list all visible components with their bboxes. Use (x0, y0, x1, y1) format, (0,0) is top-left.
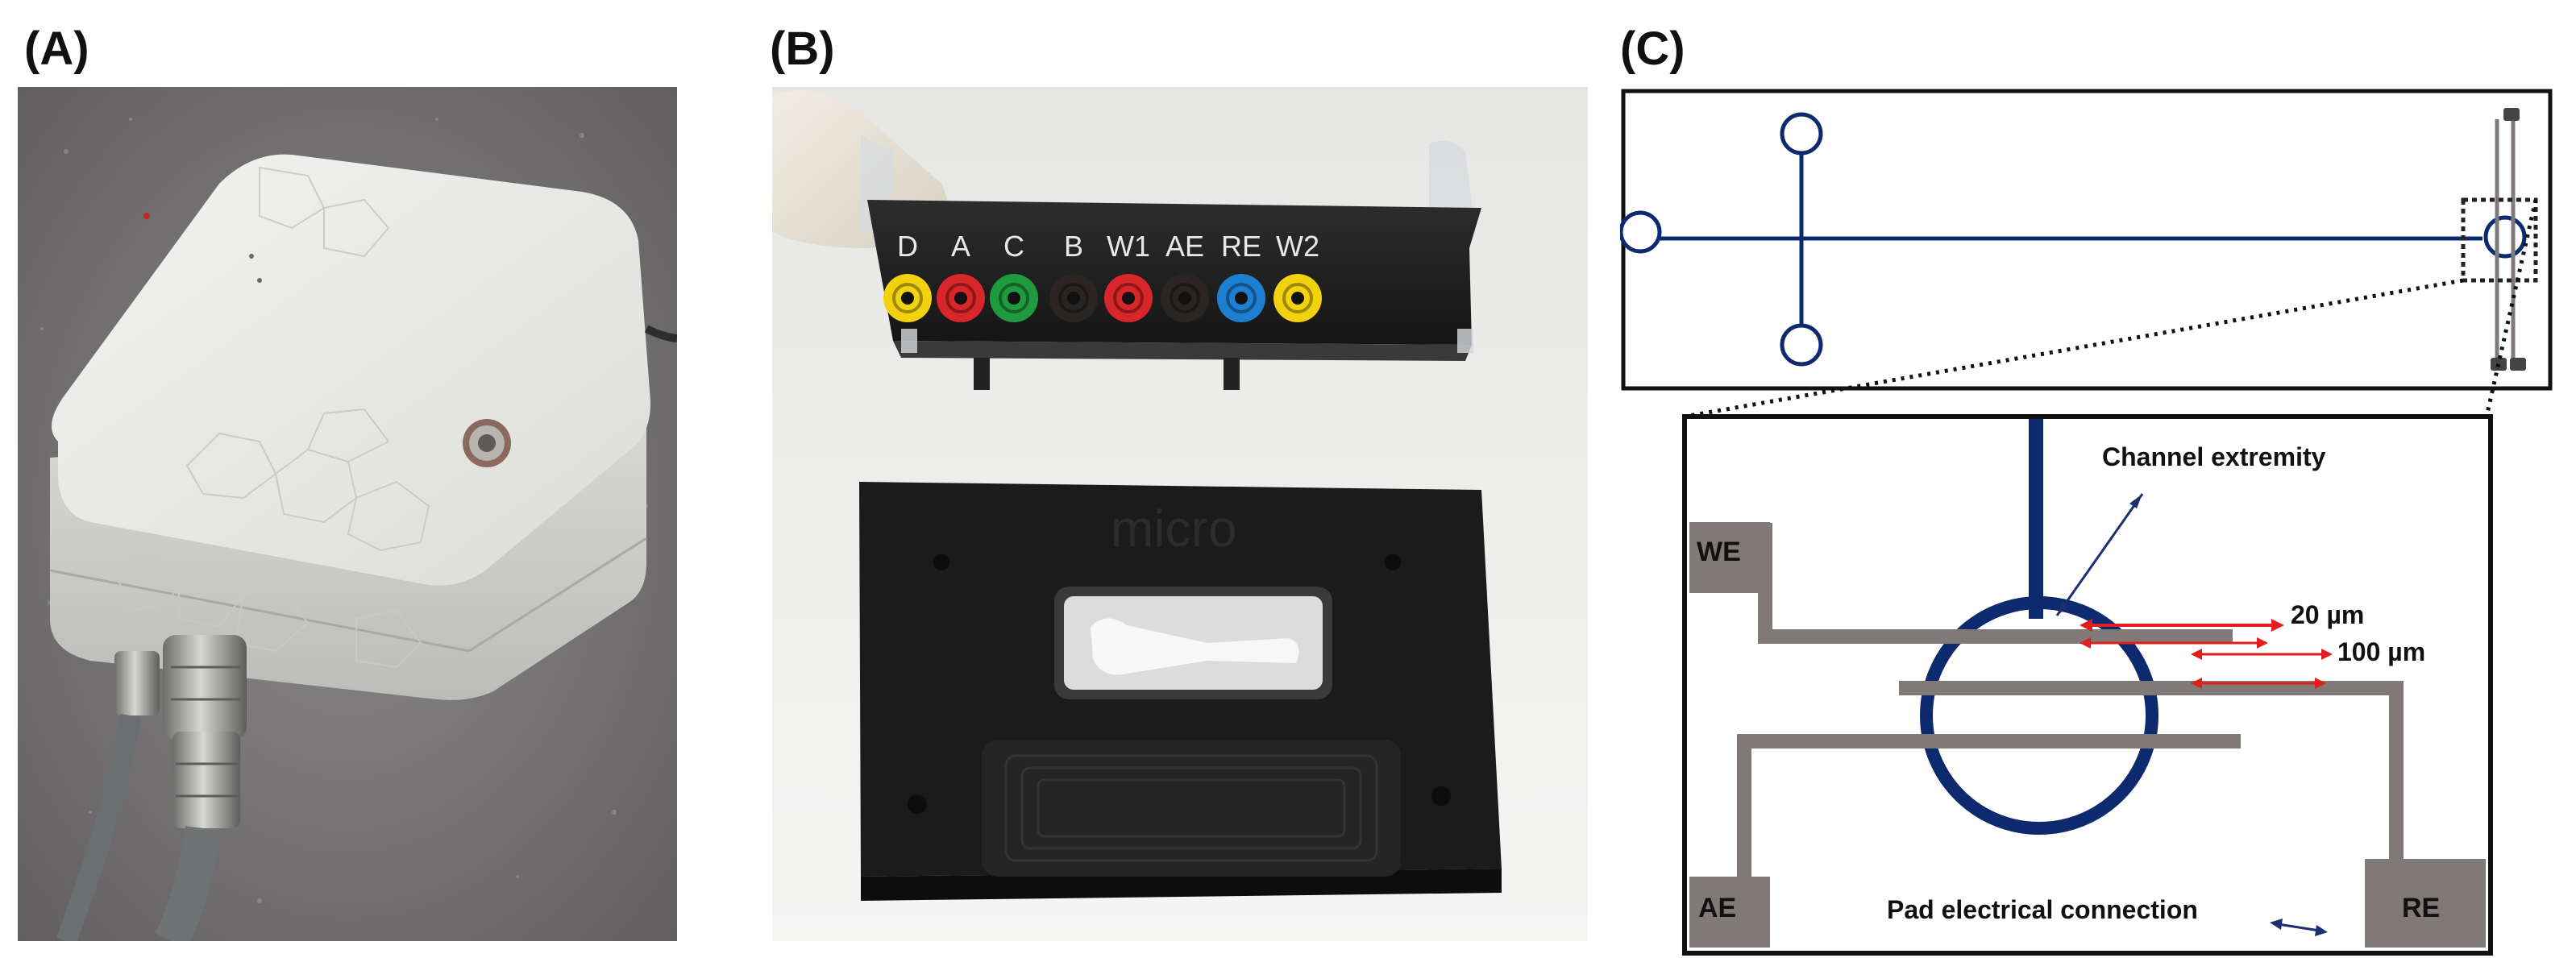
dim-20-label: 20 µm (2291, 600, 2364, 629)
we-label: WE (1697, 537, 1741, 567)
banana-socket-row (883, 274, 1322, 322)
panel-label-c: (C) (1620, 23, 1685, 75)
holder-brand-text: micro (1111, 500, 1236, 558)
we-pad (1689, 522, 1770, 593)
connector-letter-row: D A C B W1 AE RE W2 (897, 230, 1319, 263)
reservoir-top (1780, 112, 1823, 156)
ae-electrode (1737, 734, 2241, 894)
reservoir-detection (2483, 215, 2527, 259)
banana-socket (1217, 274, 1265, 322)
panel-label-a: (A) (24, 23, 89, 75)
ae-label: AE (1698, 893, 1736, 923)
connector-letter: W2 (1276, 230, 1319, 263)
connector-letter: A (951, 230, 970, 263)
pad-connection-label: Pad electrical connection (1887, 895, 2198, 924)
microfluidic-channel-overview (1620, 112, 2527, 367)
banana-socket (1161, 274, 1209, 322)
re-label: RE (2402, 893, 2440, 923)
connector-letter: RE (1221, 230, 1261, 263)
banana-socket (937, 274, 985, 322)
banana-socket (1273, 274, 1322, 322)
detection-reservoir (1920, 596, 2158, 835)
electrodes-detail (1689, 522, 2486, 948)
reservoir-bottom (1780, 323, 1823, 367)
re-electrode (1899, 681, 2404, 894)
channel-extremity-label: Channel extremity (2102, 442, 2326, 471)
ae-pad (1689, 877, 1770, 948)
connector-letter: B (1064, 230, 1083, 263)
banana-socket (990, 274, 1038, 322)
dim-100-label: 100 µm (2337, 637, 2425, 666)
chip-holder-photo: D A C B W1 AE RE W2 micro (772, 87, 1588, 941)
connector-letter: W1 (1107, 230, 1150, 263)
microchip-diagram: WE AE RE Channel extremity 20 µm 100 µm … (1620, 87, 2576, 958)
re-pad (2365, 859, 2486, 948)
zoom-region-box (2461, 197, 2538, 283)
banana-socket (1104, 274, 1153, 322)
electrode-tracks-overview (2491, 108, 2526, 371)
panel-label-b: (B) (770, 23, 835, 75)
connector-letter: AE (1165, 230, 1204, 263)
potentiostat-photo (18, 87, 677, 941)
connector-letter: C (1003, 230, 1024, 263)
banana-socket (883, 274, 932, 322)
channel-extremity-arrow (2055, 493, 2144, 616)
reservoir-left (1620, 210, 1662, 254)
connector-letter: D (897, 230, 918, 263)
banana-socket (1049, 274, 1098, 322)
